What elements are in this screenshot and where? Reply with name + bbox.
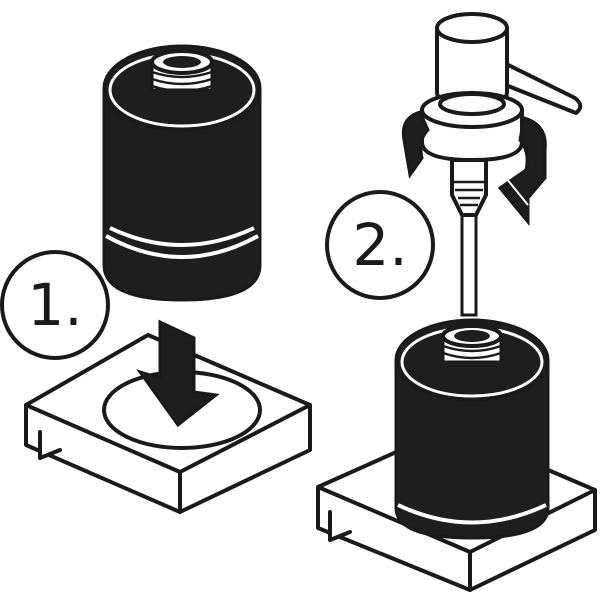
container-2 (394, 318, 550, 540)
step-1-badge: 1. (0, 250, 110, 360)
rotate-arrow-highlight (505, 177, 529, 206)
pump-dip-tube (460, 213, 478, 317)
step-1-group: 1. (0, 44, 312, 514)
pump-cap-top (435, 12, 509, 44)
bracket-2-mount-tab (328, 510, 352, 542)
container-2-body (394, 360, 550, 540)
pump-stem-ring (438, 92, 506, 116)
container-2-neck-hole (454, 330, 490, 342)
container-1-band-line (109, 226, 255, 247)
down-arrow-icon (136, 319, 220, 428)
step-2-circle (325, 190, 435, 300)
container-2-threads (442, 344, 502, 360)
rotate-arrow-right (497, 116, 547, 227)
rotate-arrow-icon (401, 110, 547, 227)
bracket-1-mount-tab (38, 430, 62, 460)
container-1-threads (151, 70, 213, 93)
rotate-arrow-left (401, 110, 430, 179)
pump-nozzle (486, 53, 583, 115)
container-1-body (102, 88, 262, 302)
step-2-badge: 2. (325, 190, 435, 300)
step-1-circle (0, 250, 110, 360)
pump-stem (450, 158, 488, 217)
pump-head (420, 12, 583, 217)
step-1-label: 1. (27, 271, 82, 339)
step-2-group: 2. (316, 12, 597, 592)
container-1-band-line-2 (105, 234, 259, 259)
pump-stem-threads (454, 180, 484, 207)
step-2-label: 2. (352, 211, 407, 279)
container-1 (102, 44, 262, 302)
container-1-neck-hole (163, 56, 201, 68)
container-2-base-line (397, 503, 547, 525)
